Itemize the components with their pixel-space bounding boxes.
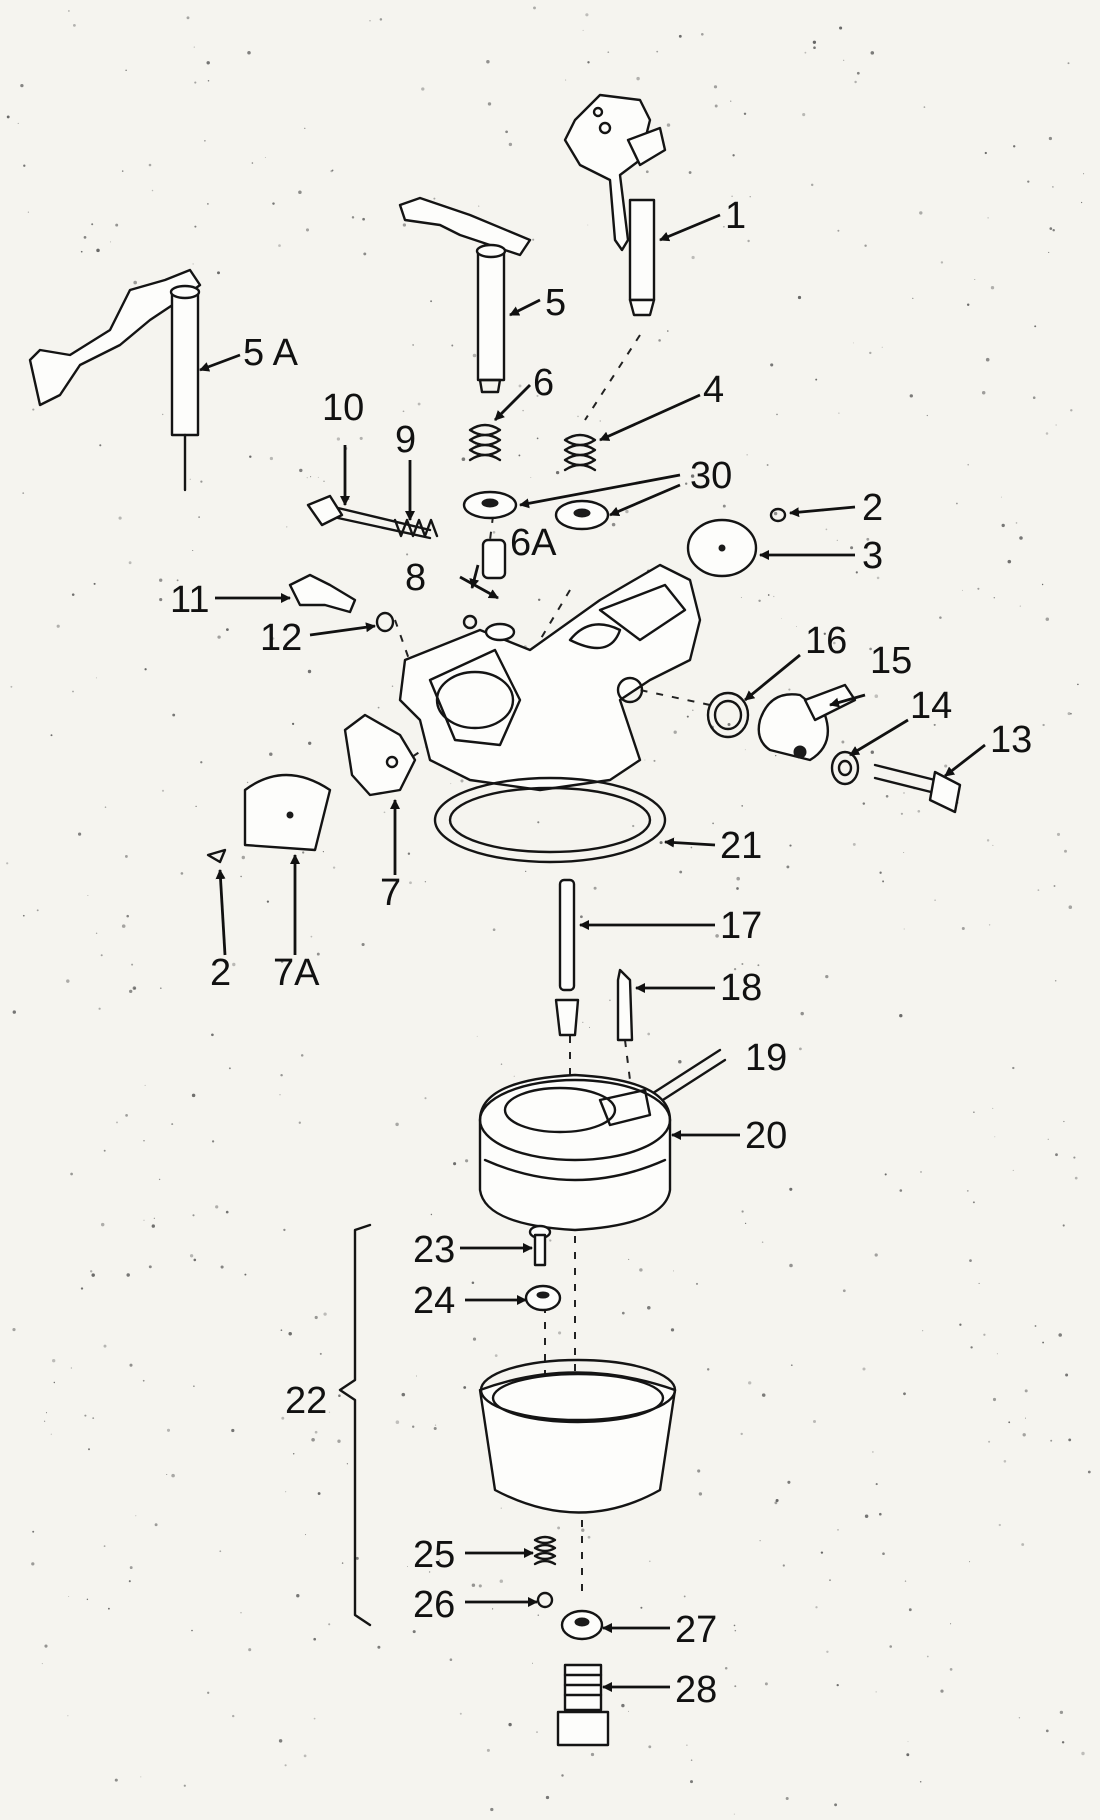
callout-14: 14 xyxy=(910,685,952,727)
part-24-washer xyxy=(524,1284,562,1312)
callout-19: 19 xyxy=(745,1037,787,1079)
part-18-inlet-needle xyxy=(616,968,634,1042)
part-11-fitting xyxy=(288,573,357,614)
part-7-choke-bracket xyxy=(343,713,417,797)
callout-10: 10 xyxy=(322,387,364,429)
callout-7a: 7A xyxy=(273,952,320,994)
part-22-bracket xyxy=(338,1223,372,1627)
part-30-seal-right xyxy=(554,499,610,531)
callout-20: 20 xyxy=(745,1115,787,1157)
part-25-spring xyxy=(533,1535,557,1566)
callout-2-upper: 2 xyxy=(862,487,883,529)
callout-5: 5 xyxy=(545,282,566,324)
callout-7: 7 xyxy=(380,872,401,914)
leader-lines xyxy=(199,213,986,1692)
callout-6a: 6A xyxy=(510,522,557,564)
part-16-gasket xyxy=(706,691,750,739)
part-14-washer xyxy=(830,750,860,786)
part-4-spring xyxy=(563,433,597,472)
part-12-o-ring xyxy=(375,611,395,633)
callout-6: 6 xyxy=(533,362,554,404)
part-6-spring xyxy=(468,423,502,462)
callout-12: 12 xyxy=(260,617,302,659)
part-10-idle-screw xyxy=(306,494,432,540)
part-6a-bushing xyxy=(481,538,507,580)
part-5a-choke-lever-alt xyxy=(28,268,202,492)
callout-16: 16 xyxy=(805,620,847,662)
part-23-pin xyxy=(528,1224,552,1267)
callout-28: 28 xyxy=(675,1669,717,1711)
part-15-fuel-inlet-fitting xyxy=(757,683,857,762)
part-30-seal-left xyxy=(462,490,518,520)
callout-labels: 1 2 3 4 5 5 A 6 6A 7 7A 8 9 10 11 12 13 … xyxy=(170,195,1032,1711)
part-21-float-bowl-gasket xyxy=(433,776,667,864)
part-2-screw-lower xyxy=(206,848,227,864)
part-3-throttle-plate xyxy=(686,518,758,578)
part-19-float-pin xyxy=(648,1048,727,1107)
callout-9: 9 xyxy=(395,419,416,461)
callout-24: 24 xyxy=(413,1280,455,1322)
callout-23: 23 xyxy=(413,1229,455,1271)
callout-21: 21 xyxy=(720,825,762,867)
callout-1: 1 xyxy=(725,195,746,237)
callout-25: 25 xyxy=(413,1534,455,1576)
part-1-throttle-shaft-lever xyxy=(563,93,667,317)
part-28-bowl-nut xyxy=(556,1663,610,1747)
part-5-choke-shaft-lever xyxy=(398,196,532,394)
callout-5a: 5 A xyxy=(243,332,299,374)
callout-15: 15 xyxy=(870,640,912,682)
callout-26: 26 xyxy=(413,1584,455,1626)
part-22-float-bowl xyxy=(478,1358,677,1514)
callout-11: 11 xyxy=(170,579,209,621)
callout-4: 4 xyxy=(703,369,724,411)
carburetor-body xyxy=(398,563,702,792)
paper-speckle-texture xyxy=(6,6,1091,1815)
callout-3: 3 xyxy=(862,535,883,577)
part-2-screw-upper xyxy=(769,507,787,523)
callout-17: 17 xyxy=(720,905,762,947)
callout-30: 30 xyxy=(690,455,732,497)
part-17-float-shaft xyxy=(554,878,580,1037)
part-20-float xyxy=(478,1073,672,1232)
part-13-bolt xyxy=(873,763,962,814)
callout-22: 22 xyxy=(285,1380,327,1422)
part-26-ball xyxy=(536,1591,554,1609)
callout-18: 18 xyxy=(720,967,762,1009)
callout-8: 8 xyxy=(405,557,426,599)
part-9-spring xyxy=(393,518,439,538)
part-7a-choke-plate xyxy=(243,773,332,852)
callout-27: 27 xyxy=(675,1609,717,1651)
callout-13: 13 xyxy=(990,719,1032,761)
callout-2-lower: 2 xyxy=(210,952,231,994)
part-27-washer xyxy=(560,1609,604,1641)
